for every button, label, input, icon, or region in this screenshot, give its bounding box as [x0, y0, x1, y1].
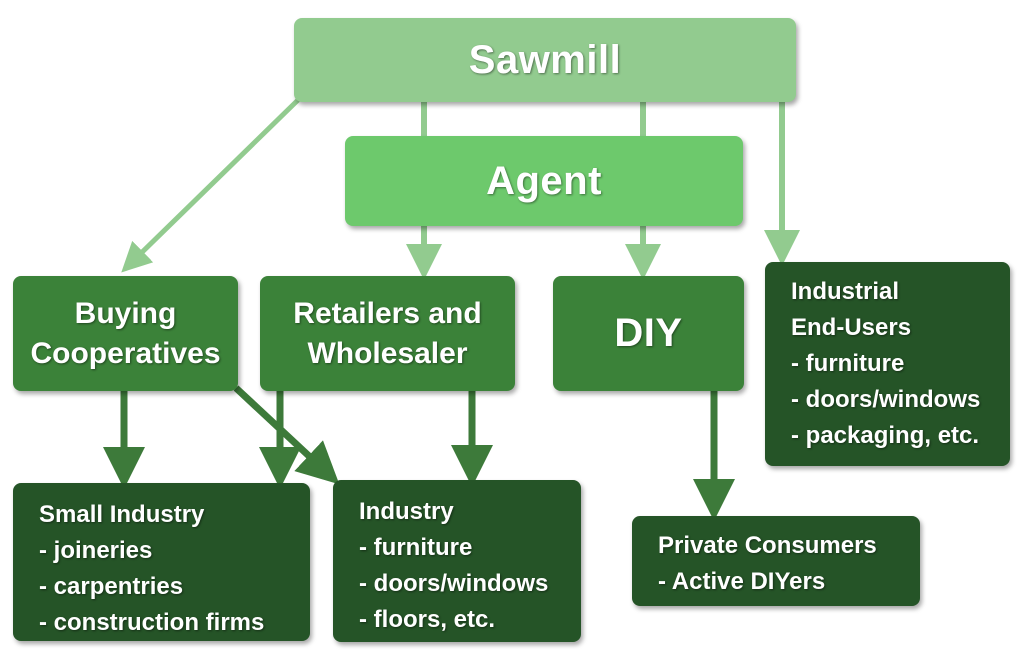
industrial-line-2: End-Users [791, 314, 912, 341]
private-consumers-line-2: - Active DIYers [658, 568, 826, 595]
buying-label-line2: Cooperatives [30, 336, 221, 370]
small-industry-line-3: - carpentries [39, 573, 184, 600]
small-industry-line-1: Small Industry [39, 501, 205, 528]
buying-label-line1: Buying [74, 296, 177, 330]
industry-node: Industry - furniture - doors/windows - f… [333, 480, 581, 642]
industrial-line-3: - furniture [791, 350, 905, 377]
industry-line-3: - doors/windows [359, 570, 549, 597]
industry-line-1: Industry [359, 498, 454, 525]
diy-node: DIY [553, 276, 744, 391]
small-industry-line-2: - joineries [39, 537, 153, 564]
private-consumers-node: Private Consumers - Active DIYers [632, 516, 920, 606]
diy-label: DIY [614, 311, 683, 355]
agent-label: Agent [486, 158, 602, 203]
retail-label-line1: Retailers and [293, 296, 482, 330]
small-industry-line-4: - construction firms [39, 609, 265, 636]
retailers-wholesaler-node: Retailers and Wholesaler [260, 276, 515, 391]
industry-line-2: - furniture [359, 534, 473, 561]
industrial-line-5: - packaging, etc. [791, 422, 980, 449]
agent-node: Agent [345, 136, 743, 226]
sawmill-label: Sawmill [468, 37, 622, 82]
retail-label-line2: Wholesaler [307, 336, 468, 370]
buying-cooperatives-node: Buying Cooperatives [13, 276, 238, 391]
industrial-line-4: - doors/windows [791, 386, 981, 413]
industry-line-4: - floors, etc. [359, 606, 496, 633]
arrow-sawmill-to-buying [121, 98, 300, 273]
small-industry-node: Small Industry - joineries - carpentries… [13, 483, 310, 641]
industrial-end-users-node: Industrial End-Users - furniture - doors… [765, 262, 1010, 466]
industrial-line-1: Industrial [791, 278, 900, 305]
sawmill-node: Sawmill [294, 18, 796, 102]
private-consumers-line-1: Private Consumers [658, 532, 877, 559]
